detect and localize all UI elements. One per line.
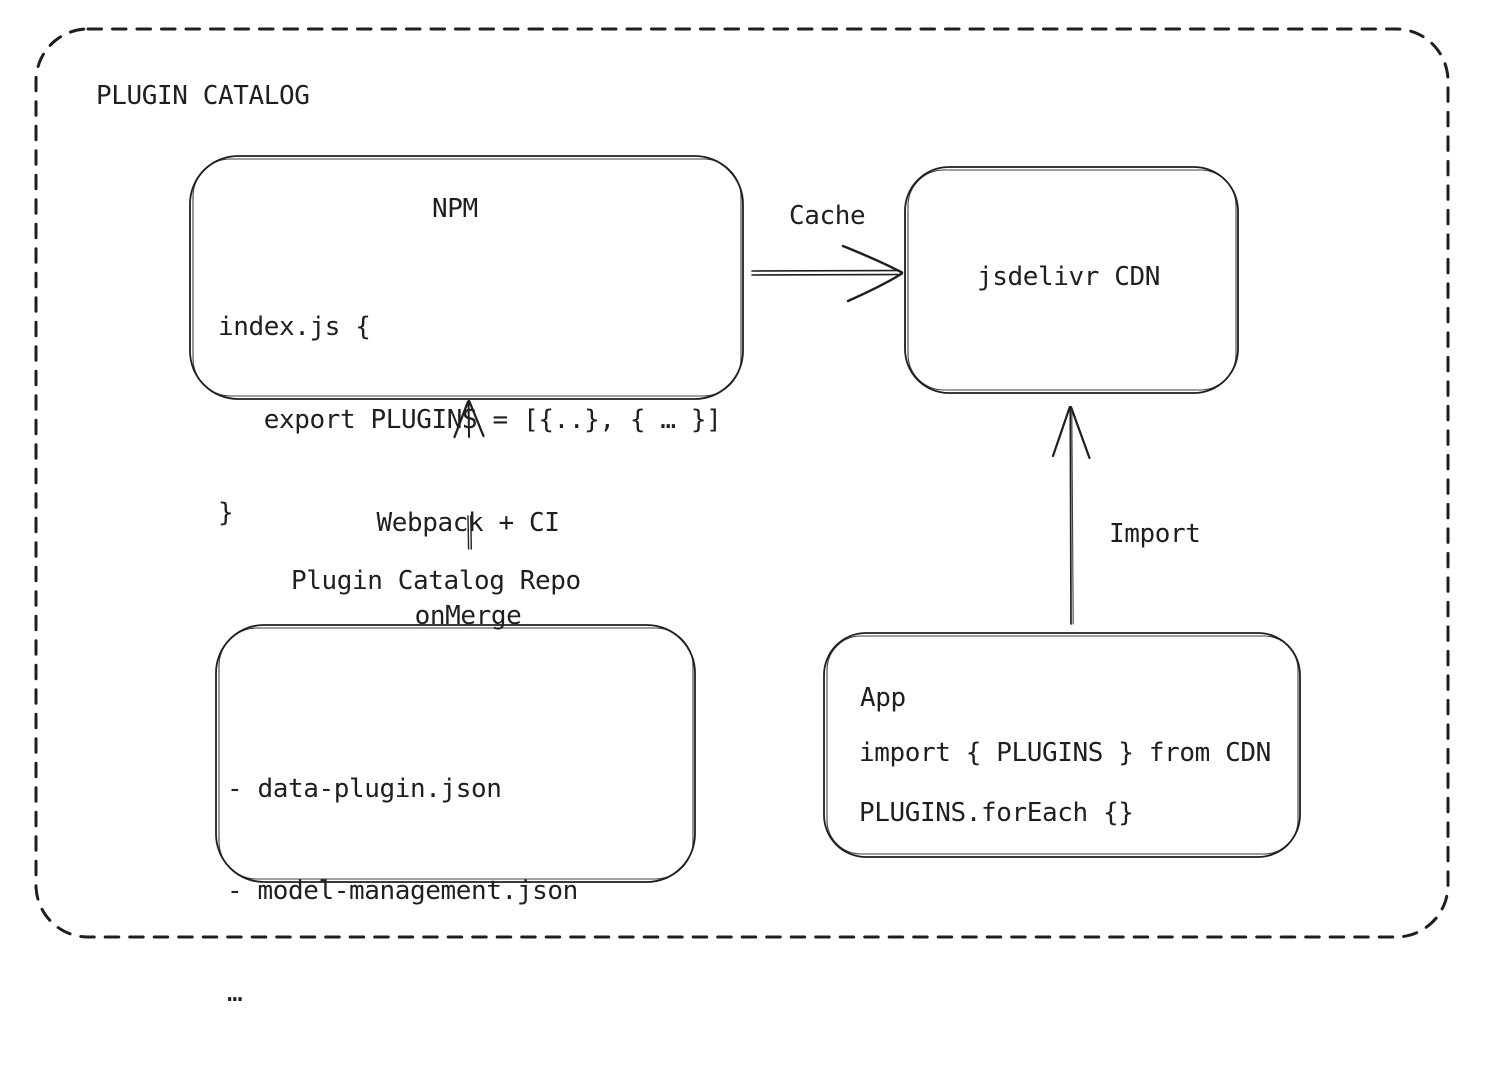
app-node-title: App (860, 683, 906, 713)
app-node-box (823, 632, 1301, 858)
build-arrow-label: Webpack + CI onMerge (328, 446, 608, 694)
repo-item: - model-management.json (227, 876, 578, 906)
cdn-node-box (904, 166, 1239, 394)
npm-node-title: NPM (432, 194, 478, 224)
npm-code-block: index.js { export PLUGINS = [{..}, { … }… (218, 250, 722, 591)
repo-node-box (215, 624, 696, 883)
build-arrow-label-line1: Webpack + CI (376, 508, 560, 538)
repo-item: - data-plugin.json (227, 774, 502, 804)
npm-node-box (189, 155, 744, 400)
import-arrow-label: Import (1109, 519, 1201, 549)
app-code-line: import { PLUGINS } from CDN (859, 738, 1271, 768)
npm-code-line: } (218, 498, 234, 528)
cache-arrow (751, 244, 904, 303)
repo-item: … (227, 978, 243, 1008)
app-code-line: PLUGINS.forEach {} (859, 798, 1134, 828)
diagram-title: PLUGIN CATALOG (96, 81, 310, 111)
build-arrow-label-line2: onMerge (414, 601, 522, 631)
diagram-strokes-layer (34, 27, 1450, 939)
repo-item-list: - data-plugin.json - model-management.js… (227, 704, 578, 1078)
outer-dashed-boundary (34, 27, 1450, 939)
import-arrow (1051, 405, 1091, 625)
build-arrow (453, 399, 485, 550)
npm-code-line: index.js { (218, 312, 371, 342)
cache-arrow-label: Cache (789, 201, 866, 231)
cdn-node-label: jsdelivr CDN (977, 262, 1161, 292)
repo-node-label: Plugin Catalog Repo (291, 566, 581, 596)
diagram-canvas: PLUGIN CATALOG NPM index.js { export PLU… (34, 27, 1450, 1008)
npm-code-line: export PLUGINS = [{..}, { … }] (218, 405, 722, 435)
